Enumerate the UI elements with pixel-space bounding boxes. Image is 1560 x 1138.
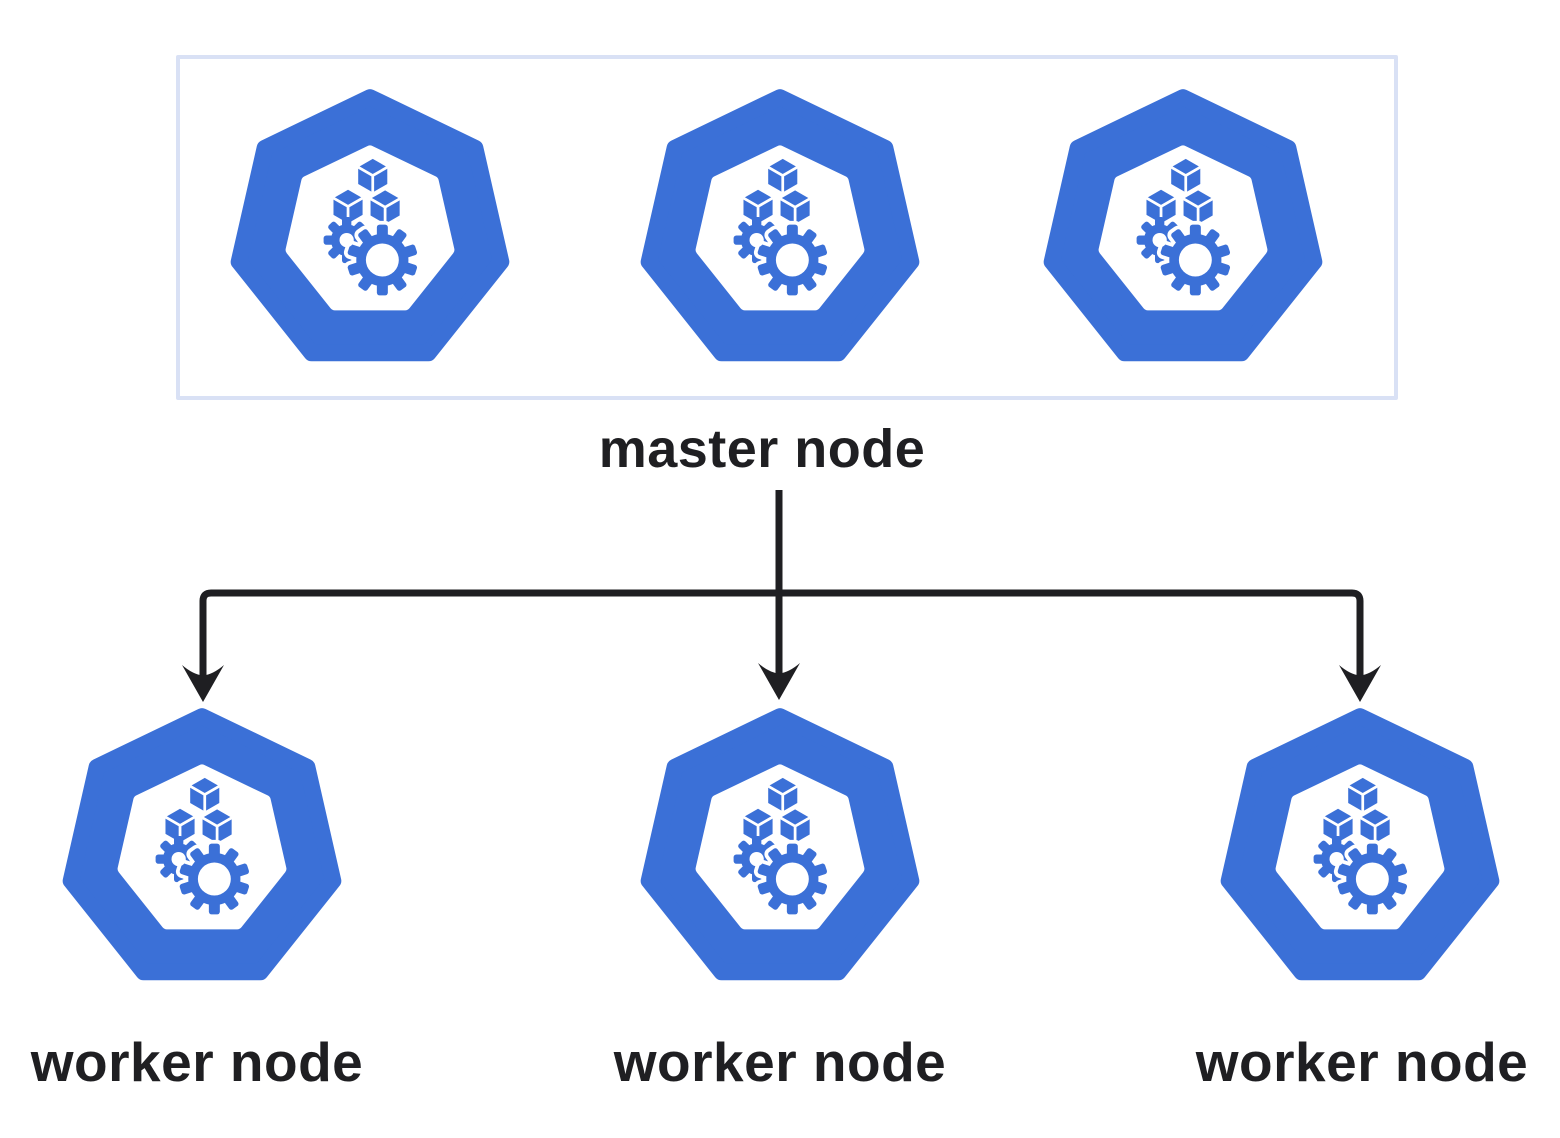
kubernetes-node-icon: [640, 93, 920, 368]
worker-node-label: worker node: [613, 1031, 947, 1093]
worker-node-label: worker node: [1195, 1031, 1529, 1093]
master-node-label: master node: [598, 419, 926, 479]
arrowhead-icon: [182, 665, 224, 702]
kubernetes-node-icon: [62, 712, 342, 987]
branch-line: [199, 589, 1364, 682]
kubernetes-node-icon: [1220, 712, 1500, 987]
worker-node-label: worker node: [30, 1031, 364, 1093]
arrowhead-icon: [1339, 665, 1381, 702]
master-node-group-box: [176, 55, 1398, 400]
kubernetes-node-icon: [640, 712, 920, 987]
kubernetes-node-icon: [1043, 93, 1323, 368]
kubernetes-node-icon: [230, 93, 510, 368]
arrowhead-icon: [758, 663, 800, 700]
